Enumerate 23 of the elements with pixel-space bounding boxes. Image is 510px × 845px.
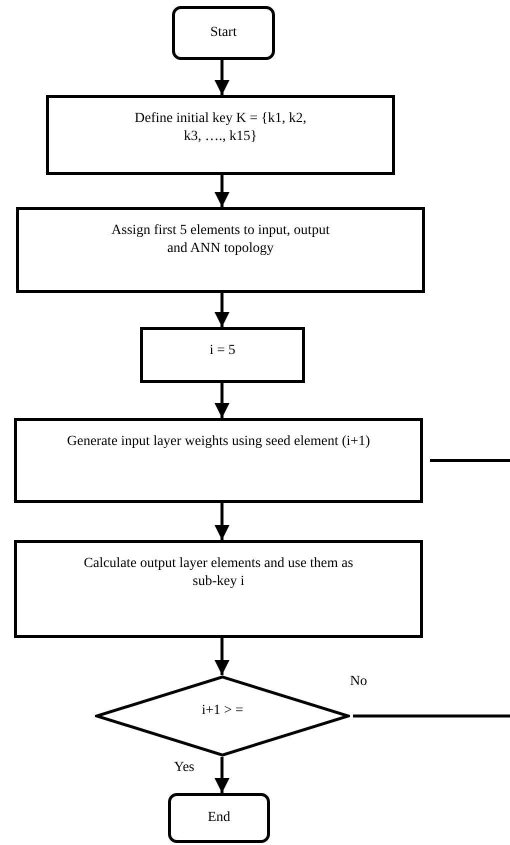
node-text: i = 5	[210, 342, 236, 360]
node-text: i+1 > =	[202, 702, 244, 720]
terminal-box	[168, 793, 270, 843]
arrow	[214, 293, 230, 327]
process-box	[46, 95, 395, 175]
process-box	[16, 207, 425, 293]
process-box	[140, 327, 305, 383]
decision-diamond	[95, 675, 350, 757]
arrow	[214, 757, 230, 793]
node-text: Start	[210, 24, 237, 42]
arrow	[214, 60, 230, 95]
node-text: End	[208, 808, 230, 827]
arrow	[214, 383, 230, 418]
node-text: Assign first 5 elements to input, output and ANN topology	[110, 222, 331, 258]
process-box	[14, 540, 423, 638]
node-text: Calculate output layer elements and use them as sub-key i	[82, 555, 354, 592]
node-text: Generate input layer weights using seed element (i+1)	[67, 433, 370, 451]
arrow	[214, 638, 230, 675]
arrow	[214, 503, 230, 540]
process-box	[14, 418, 423, 503]
node-text: Define initial key K = {k1, k2, k3, …., k15}	[134, 110, 308, 146]
arrow	[214, 175, 230, 207]
terminal-box	[172, 6, 275, 60]
